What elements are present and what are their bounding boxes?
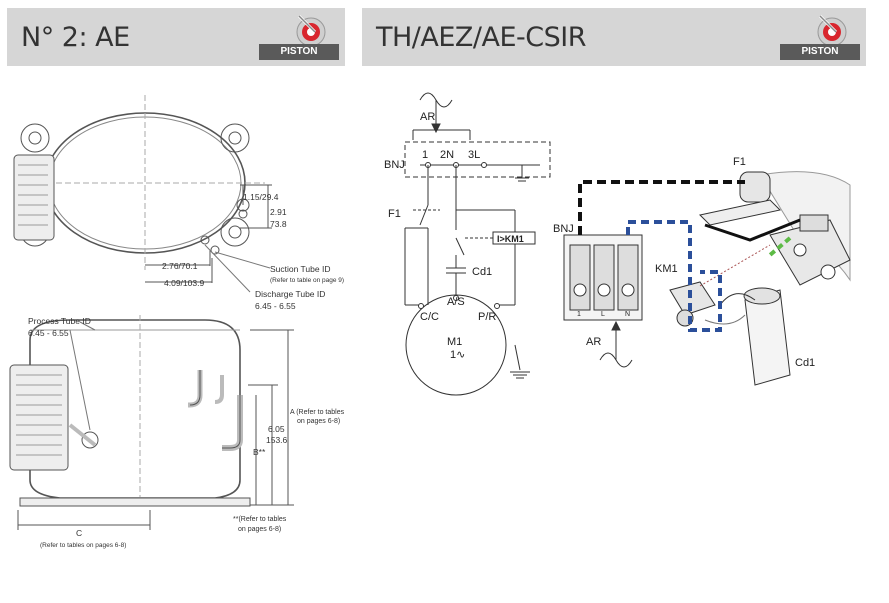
dim-a-label2: on pages 6-8) bbox=[297, 418, 340, 425]
label-cd1: Cd1 bbox=[472, 266, 492, 278]
dim-2-91: 2.91 bbox=[270, 207, 287, 217]
right-header: TH/AEZ/AE-CSIR PISTON bbox=[362, 8, 866, 66]
dim-c-label: C bbox=[76, 528, 82, 538]
left-badge-label: PISTON bbox=[259, 44, 339, 60]
dim-b-note2: on pages 6-8) bbox=[238, 526, 281, 533]
label-bnj-right: BNJ bbox=[553, 223, 574, 235]
dim-4-09: 4.09/103.9 bbox=[164, 278, 204, 288]
dim-6-05: 6.05 bbox=[268, 424, 285, 434]
dim-b-label: B** bbox=[253, 447, 266, 457]
suction-tube-note: (Refer to table on page 9) bbox=[270, 277, 344, 284]
dim-73-8: 73.8 bbox=[270, 219, 287, 229]
label-pr: P/R bbox=[478, 311, 496, 323]
discharge-tube-value: 6.45 - 6.55 bbox=[255, 301, 296, 311]
label-term-l: L bbox=[601, 311, 605, 318]
label-cd1-right: Cd1 bbox=[795, 357, 815, 369]
process-tube-value: 6.45 - 6.55 bbox=[28, 328, 69, 338]
right-title: TH/AEZ/AE-CSIR bbox=[376, 22, 587, 53]
left-piston-badge: PISTON bbox=[259, 8, 345, 66]
piston-logo-icon bbox=[296, 14, 326, 47]
wire-f1-solid bbox=[704, 218, 801, 242]
dim-b-note1: **(Refer to tables bbox=[233, 516, 287, 523]
label-cc: C/C bbox=[420, 311, 439, 323]
label-f1: F1 bbox=[388, 208, 401, 220]
process-tube-title: Process Tube ID bbox=[28, 316, 91, 326]
compressor-dimension-drawing: 1.15/29.4 2.91 73.8 2.76/70.1 4.09/103.9… bbox=[9, 95, 345, 549]
discharge-tube-title: Discharge Tube ID bbox=[255, 289, 325, 299]
label-ar-bottom: AR bbox=[586, 336, 601, 348]
label-ar-top: AR bbox=[420, 111, 435, 123]
suction-tube-title: Suction Tube ID bbox=[270, 264, 330, 274]
label-term-1: 1 bbox=[577, 311, 581, 318]
label-terminal-2n: 2N bbox=[440, 149, 454, 161]
wire-km1-dashed bbox=[626, 220, 722, 332]
label-bnj: BNJ bbox=[384, 159, 405, 171]
label-f1-right: F1 bbox=[733, 156, 746, 168]
dim-c-note: (Refer to tables on pages 6-8) bbox=[40, 542, 126, 549]
dim-1-15: 1.15/29.4 bbox=[243, 192, 279, 202]
wire-ground-dashed bbox=[768, 236, 792, 257]
left-title: N° 2: AE bbox=[21, 22, 130, 53]
dim-2-76: 2.76/70.1 bbox=[162, 261, 198, 271]
label-m1: M1 bbox=[447, 336, 462, 348]
right-piston-badge: PISTON bbox=[780, 8, 866, 66]
label-km1-right: KM1 bbox=[655, 263, 678, 275]
wire-f1-dashed bbox=[578, 180, 745, 235]
left-header: N° 2: AE PISTON bbox=[7, 8, 345, 66]
label-as: A/S bbox=[447, 296, 465, 308]
dim-153-6: 153.6 bbox=[266, 435, 288, 445]
label-term-n: N bbox=[625, 311, 630, 318]
label-terminal-1: 1 bbox=[422, 149, 428, 161]
right-badge-label: PISTON bbox=[780, 44, 860, 60]
label-km1-box: I>KM1 bbox=[497, 234, 524, 244]
dim-a-label: A (Refer to tables bbox=[290, 409, 345, 416]
piston-logo-icon bbox=[817, 14, 847, 47]
label-m1-symbol: 1∿ bbox=[450, 349, 465, 361]
label-terminal-3l: 3L bbox=[468, 149, 480, 161]
